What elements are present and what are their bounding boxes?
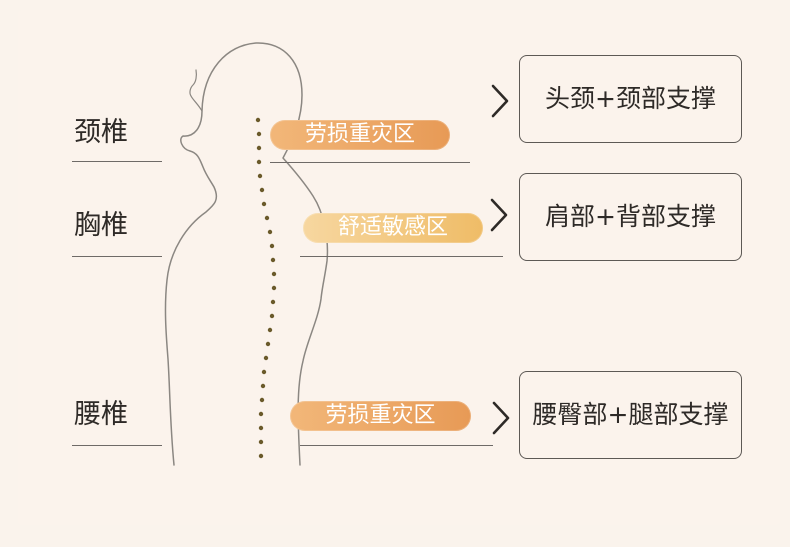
rule-cervical-spine [72, 161, 162, 162]
chevron-right-icon [488, 399, 516, 437]
leader-line-cervical [270, 162, 470, 163]
leader-line-thoracic [300, 256, 503, 257]
chevron-right-icon [487, 82, 515, 120]
support-box-shoulder-back: 肩部+背部支撑 [519, 173, 742, 261]
rule-thoracic-spine [72, 256, 162, 257]
label-cervical-spine: 颈椎 [74, 118, 164, 148]
label-lumbar-spine: 腰椎 [74, 400, 164, 430]
rule-lumbar-spine [72, 445, 162, 446]
zone-tag-thoracic-comfort: 舒适敏感区 [303, 213, 483, 243]
zone-tag-cervical-strain: 劳损重灾区 [270, 120, 450, 150]
leader-line-lumbar [300, 445, 493, 446]
support-box-neck: 头颈+颈部支撑 [519, 55, 742, 143]
face-profile-icon [190, 70, 202, 111]
chevron-right-icon [486, 196, 514, 234]
spine-dots-icon [256, 118, 276, 458]
zone-tag-lumbar-strain: 劳损重灾区 [290, 401, 471, 431]
label-thoracic-spine: 胸椎 [74, 211, 164, 241]
support-box-lumbar-leg: 腰臀部+腿部支撑 [519, 371, 742, 459]
